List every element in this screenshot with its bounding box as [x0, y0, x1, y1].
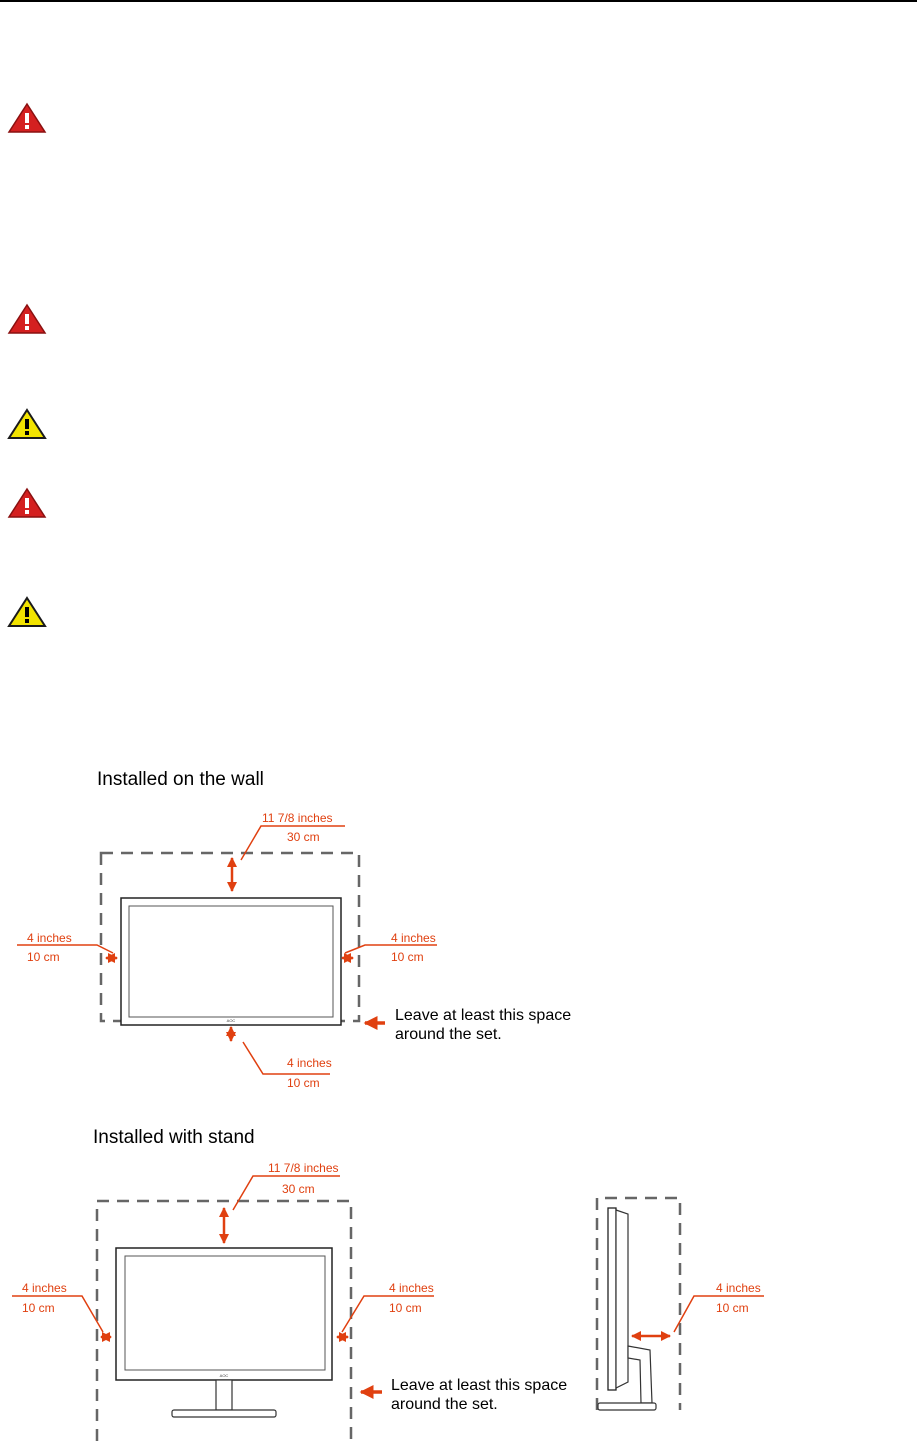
- stand-neck: [215, 1379, 233, 1411]
- svg-text:AOC: AOC: [220, 1373, 229, 1378]
- stand-top-cm: 30 cm: [282, 1182, 315, 1196]
- stand-front-diagram: AOC 11 7/8 inches 30 cm 4 inches 10 cm 4…: [12, 1161, 567, 1441]
- stand-right-inches: 4 inches: [389, 1281, 434, 1295]
- wall-left-cm: 10 cm: [27, 950, 60, 964]
- monitor-screen: [124, 1255, 326, 1371]
- danger-warning-icon: [7, 303, 47, 334]
- wall-bottom-inches: 4 inches: [287, 1056, 332, 1070]
- stand-left-inches: 4 inches: [22, 1281, 67, 1295]
- clearance-boundary: [99, 851, 361, 1023]
- stand-top-inches: 11 7/8 inches: [268, 1161, 339, 1175]
- danger-warning-icon: [7, 102, 47, 133]
- stand-note-line1: Leave at least this space: [391, 1377, 567, 1394]
- wall-top-cm: 30 cm: [287, 830, 320, 844]
- top-rule: [0, 0, 917, 2]
- caution-warning-icon: [7, 408, 47, 439]
- stand-side-inches: 4 inches: [716, 1281, 761, 1295]
- clearance-boundary: [595, 1196, 682, 1410]
- wall-note-line1: Leave at least this space: [395, 1007, 571, 1024]
- wall-left-inches: 4 inches: [27, 931, 72, 945]
- wall-bottom-cm: 10 cm: [287, 1076, 320, 1090]
- stand-base: [597, 1402, 657, 1411]
- wall-top-inches: 11 7/8 inches: [262, 811, 333, 825]
- svg-text:AOC: AOC: [227, 1018, 236, 1023]
- wall-right-inches: 4 inches: [391, 931, 436, 945]
- stand-note-line2: around the set.: [391, 1396, 498, 1413]
- stand-left-cm: 10 cm: [22, 1301, 55, 1315]
- monitor-back: [615, 1209, 629, 1389]
- stand-section-heading: Installed with stand: [93, 1127, 255, 1148]
- stand-side-diagram: 4 inches 10 cm: [595, 1196, 764, 1411]
- stand-base: [171, 1409, 277, 1418]
- wall-note-line2: around the set.: [395, 1026, 502, 1043]
- stand-side-cm: 10 cm: [716, 1301, 749, 1315]
- wall-section-heading: Installed on the wall: [97, 769, 264, 790]
- stand-arm: [627, 1345, 653, 1404]
- caution-warning-icon: [7, 596, 47, 627]
- monitor-frame: [115, 1247, 333, 1381]
- stand-right-cm: 10 cm: [389, 1301, 422, 1315]
- monitor-frame: [120, 897, 342, 1026]
- wall-diagram: AOC 11 7/8 inches 30 cm 4 inches 10 cm 4…: [17, 811, 571, 1090]
- monitor-screen: [128, 905, 334, 1018]
- monitor-side-panel: [607, 1207, 617, 1391]
- wall-right-cm: 10 cm: [391, 950, 424, 964]
- danger-warning-icon: [7, 487, 47, 518]
